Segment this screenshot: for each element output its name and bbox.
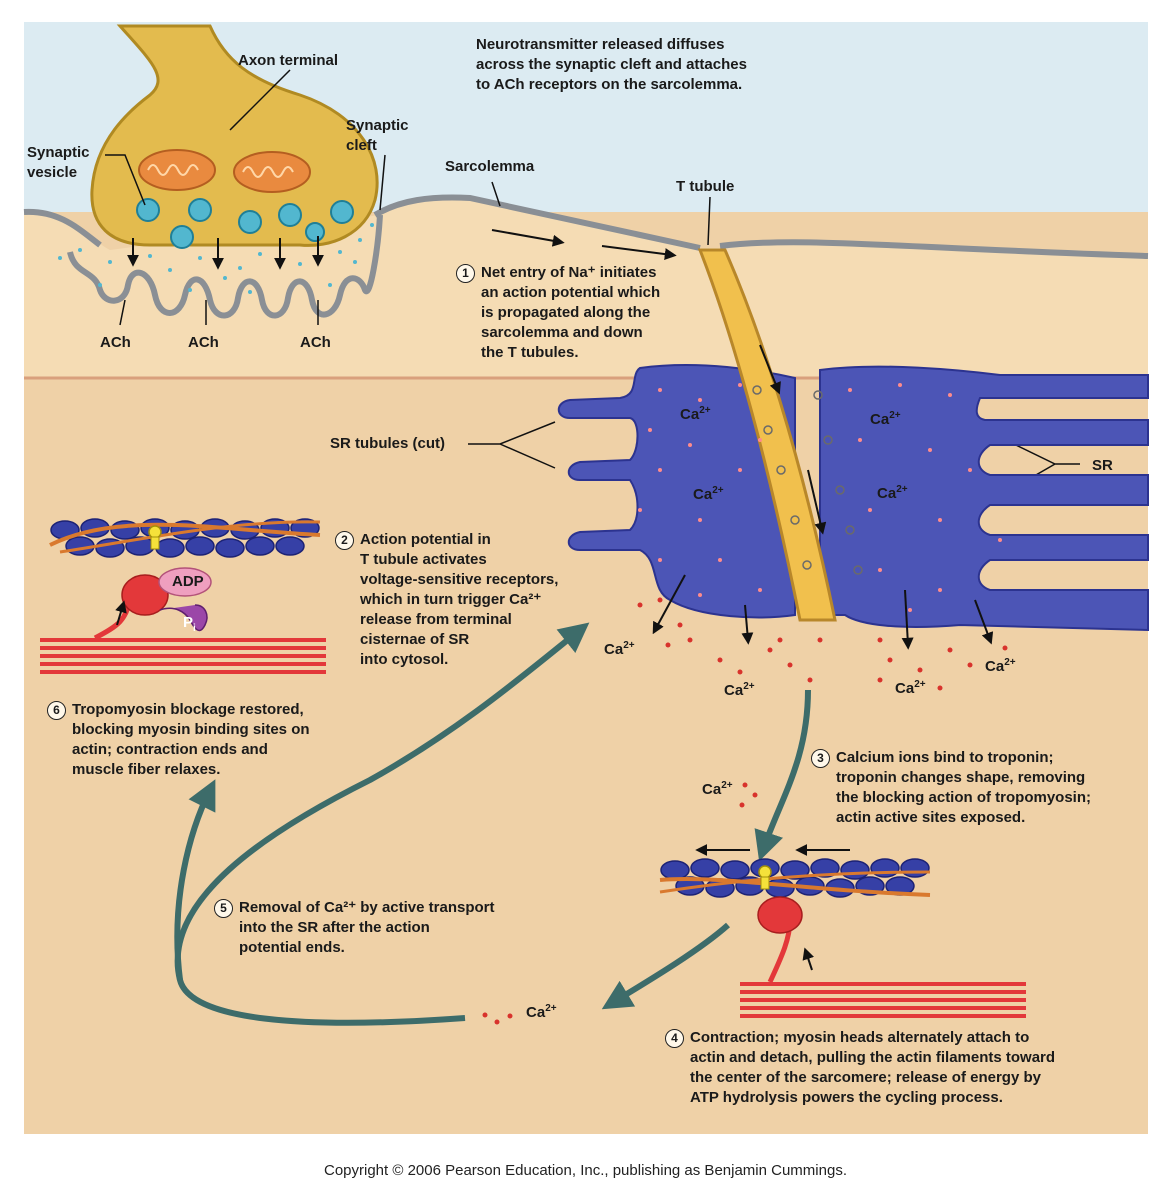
step-6-number: 6 — [47, 701, 66, 720]
ach-release-arrows — [127, 236, 324, 270]
label-t-tubule: T tubule — [676, 178, 735, 195]
step-3: 3 Calcium ions bind to troponin; troponi… — [811, 748, 1091, 828]
step-1-text: Net entry of Na⁺ initiates an action pot… — [481, 264, 661, 361]
label-ach-3: ACh — [300, 334, 331, 351]
label-ach-2: ACh — [188, 334, 219, 351]
flow-arrow-to-troponin — [754, 689, 811, 862]
t-tubule-arrows — [759, 344, 827, 535]
ca-label-troponin: Ca2+ — [702, 780, 733, 798]
flow-arrow-to-sr — [174, 622, 590, 1026]
relaxed-filament — [40, 518, 326, 674]
sr-right — [819, 365, 1149, 632]
step-4: 4 Contraction; myosin heads alternately … — [665, 1028, 1055, 1108]
sr-left — [557, 364, 796, 619]
step-2-text: Action potential in T tubule activates v… — [360, 531, 559, 668]
label-synaptic-vesicle: Synaptic vesicle — [27, 144, 90, 181]
sr-calcium-dots — [638, 383, 1002, 612]
ach-molecules — [58, 223, 374, 294]
step-5-number: 5 — [214, 899, 233, 918]
label-pi: Pi — [183, 614, 196, 634]
junctional-folds — [67, 214, 383, 319]
step-6-text: Tropomyosin blockage restored, blocking … — [72, 701, 310, 778]
flow-arrow-to-relax — [174, 779, 216, 981]
step-3-number: 3 — [811, 749, 830, 768]
step-2: 2 Action potential in T tubule activates… — [335, 530, 558, 670]
t-tubule — [697, 248, 837, 622]
step-1-number: 1 — [456, 264, 475, 283]
label-sr-tubules-cut: SR tubules (cut) — [330, 435, 445, 452]
label-sarcolemma: Sarcolemma — [445, 158, 535, 175]
ca-label-sr-right-1: Ca2+ — [870, 410, 901, 428]
axon-terminal-shape — [90, 24, 379, 247]
step-1: 1 Net entry of Na⁺ initiates an action p… — [456, 263, 660, 363]
contracting-filament — [659, 844, 1026, 1018]
flow-arrow-removal — [601, 922, 730, 1010]
ca-label-sr-left-1: Ca2+ — [680, 405, 711, 423]
ca-label-sr-left-2: Ca2+ — [693, 485, 724, 503]
step-3-text: Calcium ions bind to troponin; troponin … — [836, 749, 1091, 826]
step-4-number: 4 — [665, 1029, 684, 1048]
step-4-text: Contraction; myosin heads alternately at… — [690, 1029, 1056, 1106]
mitochondrion-1 — [138, 149, 216, 191]
header-note: Neurotransmitter released diffuses acros… — [476, 36, 747, 93]
voltage-receptors — [752, 385, 863, 575]
ca-release-arrows — [652, 574, 994, 650]
label-axon-terminal: Axon terminal — [238, 52, 339, 69]
ca-label-sr-right-2: Ca2+ — [877, 484, 908, 502]
label-synaptic-cleft: Synaptic cleft — [346, 117, 409, 154]
step-6: 6 Tropomyosin blockage restored, blockin… — [47, 700, 310, 780]
propagation-arrows — [491, 229, 677, 261]
ca-label-cytosol-3: Ca2+ — [895, 679, 926, 697]
step-5-text: Removal of Ca²⁺ by active transport into… — [239, 899, 495, 956]
ca-label-cytosol-1: Ca2+ — [604, 640, 635, 658]
label-sr: SR — [1092, 457, 1113, 474]
sarcolemma-line — [23, 194, 1149, 259]
mitochondrion-2 — [233, 151, 311, 193]
label-ach-1: ACh — [100, 334, 131, 351]
cytosol-calcium-dots — [482, 597, 1008, 1025]
ca-label-removal: Ca2+ — [526, 1003, 557, 1021]
step-5: 5 Removal of Ca²⁺ by active transport in… — [214, 898, 494, 958]
step-2-number: 2 — [335, 531, 354, 550]
label-adp: ADP — [172, 573, 204, 590]
synaptic-vesicles — [136, 198, 354, 249]
ca-label-cytosol-2: Ca2+ — [724, 681, 755, 699]
copyright-notice: Copyright © 2006 Pearson Education, Inc.… — [323, 1162, 847, 1179]
ca-label-cytosol-4: Ca2+ — [985, 657, 1016, 675]
